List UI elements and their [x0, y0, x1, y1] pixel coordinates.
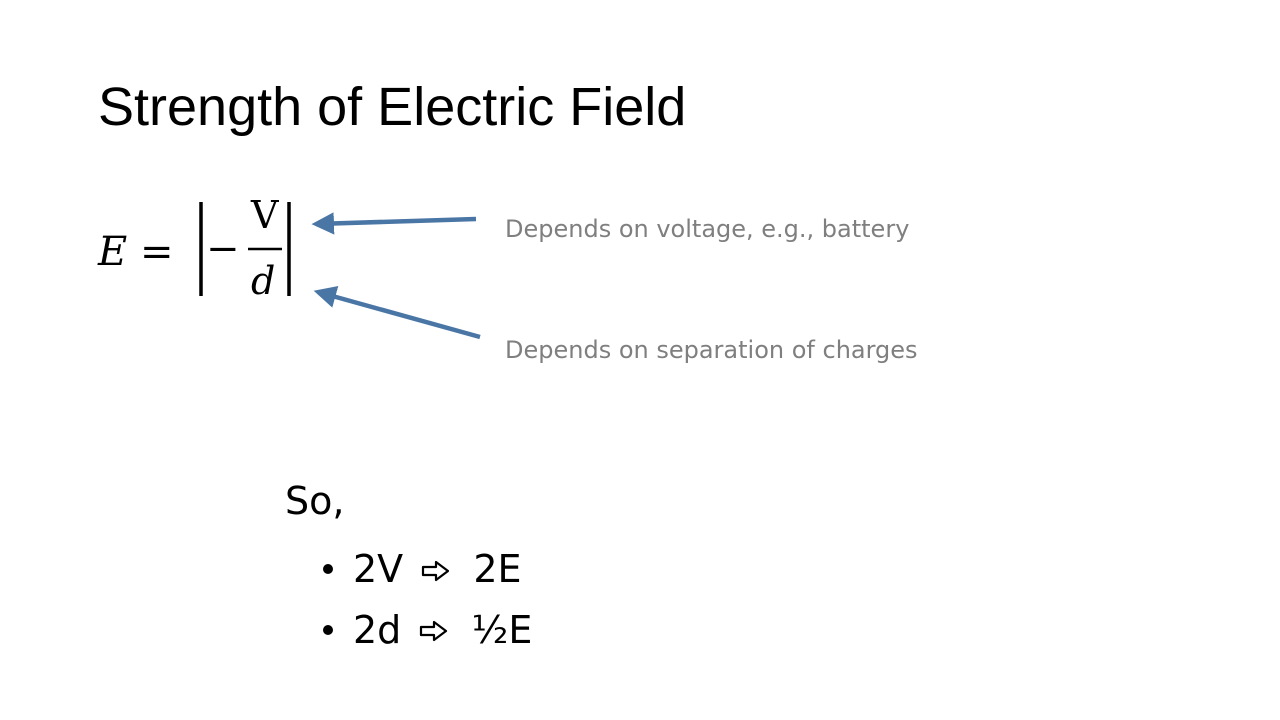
conclusion-intro: So, — [285, 479, 345, 523]
conclusion-bullets: 2V 2E 2d ½E — [285, 540, 532, 661]
equation-equals: = — [140, 229, 174, 275]
equation-minus: − — [206, 226, 240, 272]
bullet-dot-icon — [323, 564, 333, 574]
bullet-item: 2V 2E — [323, 540, 532, 601]
implies-arrow-icon — [419, 600, 449, 658]
electric-field-equation: E = − V d — [96, 188, 306, 304]
slide-title: Strength of Electric Field — [98, 77, 687, 137]
equation-numerator: V — [250, 193, 279, 237]
equation-lhs: E — [97, 229, 127, 275]
annotation-separation: Depends on separation of charges — [505, 336, 918, 364]
bullet-to: ½E — [471, 607, 533, 652]
bullet-dot-icon — [323, 624, 333, 635]
bullet-item: 2d ½E — [323, 601, 532, 662]
bullet-from: 2V — [353, 547, 404, 591]
voltage-arrow-icon — [311, 212, 477, 235]
conclusion-block: So, 2V 2E 2d ½E — [285, 476, 532, 661]
separation-arrow-icon — [313, 285, 481, 340]
equation-denominator: d — [251, 259, 275, 303]
bullet-to: 2E — [473, 547, 522, 591]
bullet-from: 2d — [353, 607, 402, 652]
implies-arrow-icon — [421, 540, 451, 598]
equation-graphic: E = − V d — [97, 193, 291, 303]
annotation-voltage: Depends on voltage, e.g., battery — [505, 215, 910, 243]
